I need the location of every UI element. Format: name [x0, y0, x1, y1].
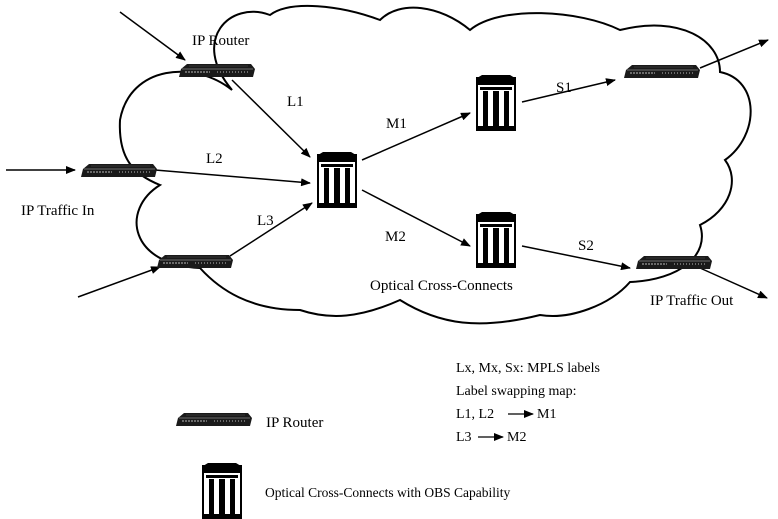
ip-router-icon	[80, 163, 158, 178]
link-l3-label: L3	[257, 213, 274, 229]
ip-router-icon	[178, 63, 256, 78]
notes-line4-left: L3	[456, 430, 472, 445]
link-s2	[521, 245, 631, 271]
link-l3	[229, 202, 313, 257]
ip-router-icon	[623, 64, 701, 79]
legend-oxc-label: Optical Cross-Connects with OBS Capabili…	[265, 485, 510, 500]
ip-traffic-in-arrow-top	[119, 11, 186, 61]
notes-line4-right: M2	[507, 430, 526, 445]
legend-oxc-icon	[202, 462, 242, 519]
legend: IP Router Optical Cross-Connects with OB…	[175, 412, 510, 519]
ip-router-icon	[156, 254, 234, 269]
ip-router-top-label: IP Router	[192, 33, 249, 49]
ip-traffic-out-label: IP Traffic Out	[650, 293, 734, 309]
legend-router-label: IP Router	[266, 415, 323, 431]
link-s2-label: S2	[578, 238, 594, 254]
notes-line2: Label swapping map:	[456, 384, 577, 399]
optical-cross-connect-icon	[317, 151, 357, 208]
ip-traffic-in-label: IP Traffic In	[21, 203, 95, 219]
notes-line3-right: M1	[537, 407, 556, 422]
link-m1	[361, 112, 471, 161]
optical-cross-connects-label: Optical Cross-Connects	[370, 278, 513, 294]
notes-line3-left: L1, L2	[456, 407, 494, 422]
ip-traffic-out-arrow-bottom	[699, 267, 768, 299]
ip-router-icon	[635, 255, 713, 270]
legend-router-icon	[175, 412, 253, 427]
link-m1-label: M1	[386, 116, 407, 132]
link-m2-label: M2	[385, 229, 406, 245]
ip-traffic-in-arrow-bottom	[77, 266, 161, 298]
link-l2-label: L2	[206, 151, 223, 167]
mpls-notes: Lx, Mx, Sx: MPLS labels Label swapping m…	[456, 361, 600, 445]
link-s1	[521, 78, 616, 103]
optical-cross-connect-icon	[476, 211, 516, 268]
ip-traffic-out-arrow-top	[699, 39, 769, 69]
link-l1-label: L1	[287, 94, 304, 110]
link-s1-label: S1	[556, 80, 572, 96]
notes-line1: Lx, Mx, Sx: MPLS labels	[456, 361, 600, 376]
link-m2	[361, 189, 471, 247]
link-l1	[231, 79, 311, 158]
optical-cross-connect-icon	[476, 74, 516, 131]
link-l2	[154, 169, 311, 187]
